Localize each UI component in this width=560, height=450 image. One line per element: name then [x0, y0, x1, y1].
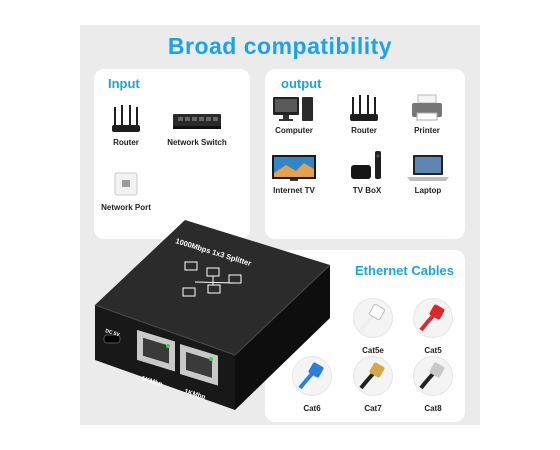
computer-icon: [273, 97, 313, 121]
output-item-router: Router: [324, 93, 404, 135]
cable-cat8-icon: [413, 356, 453, 396]
ethernet-port-1: [137, 329, 175, 372]
network-port-icon: [114, 172, 138, 196]
port-1-led: [166, 344, 170, 348]
tv-icon: [272, 155, 316, 181]
cable-label: Cat5: [424, 346, 442, 355]
device-top-face: [95, 220, 330, 355]
ethernet-cables-title: Ethernet Cables: [355, 263, 454, 278]
input-title: Input: [108, 76, 140, 91]
cable-label: Cat5e: [362, 346, 384, 355]
output-item-label: Internet TV: [273, 186, 315, 195]
output-item-label: Router: [351, 126, 377, 135]
output-card: output Computer Router Printer: [265, 69, 465, 239]
output-item-laptop: Laptop: [388, 153, 468, 195]
tv-box-icon: [351, 151, 381, 179]
cable-label: Cat6: [303, 404, 321, 413]
ethernet-port-2: [180, 344, 218, 386]
power-label: DC 5V: [104, 328, 120, 338]
input-item-router: Router: [86, 103, 166, 147]
input-item-label: Network Port: [101, 203, 151, 212]
cable-cat6-icon: [292, 356, 332, 396]
output-item-internet-tv: Internet TV: [254, 153, 334, 195]
cable-label: Cat8: [424, 404, 442, 413]
output-item-computer: Computer: [254, 93, 334, 135]
printer-icon: [412, 94, 442, 121]
topology-diagram-icon: [182, 261, 242, 297]
router-icon: [350, 95, 378, 121]
laptop-icon: [407, 155, 449, 181]
network-switch-icon: [173, 114, 221, 129]
page-title: Broad compatibility: [167, 33, 393, 59]
input-item-label: Router: [113, 138, 139, 147]
cable-cat7-icon: [353, 356, 393, 396]
dc-port: [103, 334, 121, 344]
cable-label: Cat7: [364, 404, 382, 413]
output-title: output: [281, 76, 322, 91]
output-item-label: Laptop: [414, 186, 442, 195]
input-item-label: Network Switch: [167, 138, 227, 147]
input-item-network-switch: Network Switch: [157, 109, 237, 147]
cable-cat5e-icon: [353, 298, 393, 338]
output-item-tv-box: TV BoX: [327, 149, 407, 195]
output-item-label: Printer: [414, 126, 440, 135]
cable-cat5-icon: [413, 298, 453, 338]
input-item-network-port: Network Port: [86, 170, 166, 212]
output-item-printer: Printer: [387, 93, 467, 135]
input-card: Input Router Network Switch Network: [94, 69, 250, 239]
device-side-face: [235, 265, 330, 410]
output-item-label: Computer: [275, 126, 313, 135]
router-icon: [112, 105, 140, 132]
port-2-led: [209, 357, 213, 361]
output-item-label: TV BoX: [352, 186, 382, 195]
